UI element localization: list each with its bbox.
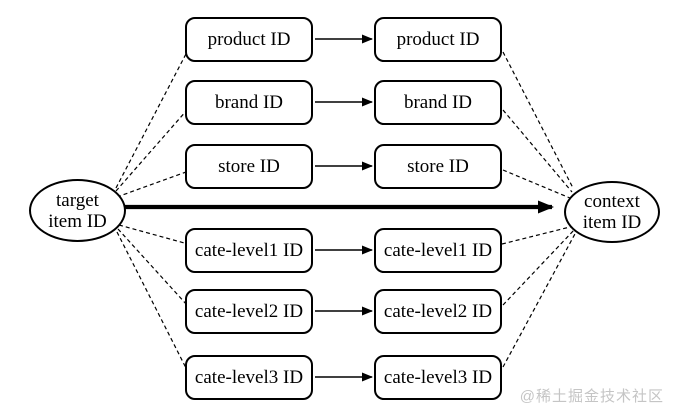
- feature-box-left-store: store ID: [185, 144, 313, 189]
- target-item-label-line2: item ID: [48, 210, 107, 232]
- feature-box-left-cate3: cate-level3 ID: [185, 355, 313, 400]
- dashed-link-brand-context: [502, 109, 573, 193]
- dashed-link-target-product: [115, 51, 188, 189]
- dashed-link-cate3-context: [502, 231, 577, 368]
- feature-box-right-store: store ID: [374, 144, 502, 189]
- dashed-link-target-cate2: [117, 228, 188, 306]
- feature-box-left-cate1: cate-level1 ID: [185, 228, 313, 273]
- watermark: @稀土掘金技术社区: [519, 388, 664, 405]
- mapping-arrows: [315, 34, 373, 382]
- feature-box-right-cate1: cate-level1 ID: [374, 228, 502, 273]
- dashed-link-store-context: [502, 169, 571, 199]
- feature-box-right-cate2: cate-level2 ID: [374, 289, 502, 334]
- dashed-link-cate1-context: [501, 225, 575, 245]
- feature-box-right-brand: brand ID: [374, 80, 502, 125]
- feature-box-left-cate2: cate-level2 ID: [185, 289, 313, 334]
- feature-box-right-cate3: cate-level3 ID: [374, 355, 502, 400]
- target-item-node: target item ID: [29, 179, 126, 242]
- context-item-label-line1: context: [584, 191, 640, 212]
- feature-box-right-product: product ID: [374, 17, 502, 62]
- dashed-link-cate2-context: [502, 228, 576, 306]
- dashed-link-target-cate1: [118, 224, 189, 245]
- target-item-label-line1: target: [56, 189, 99, 211]
- context-item-label-line2: item ID: [582, 212, 642, 233]
- dashed-link-target-store: [116, 171, 187, 198]
- feature-box-left-product: product ID: [185, 17, 313, 62]
- dashed-links-context: [501, 51, 577, 368]
- dashed-link-target-brand: [115, 109, 188, 192]
- feature-box-left-brand: brand ID: [185, 80, 313, 125]
- context-item-node: context item ID: [564, 181, 660, 243]
- dashed-link-target-cate3: [116, 231, 187, 369]
- dashed-link-product-context: [502, 51, 574, 189]
- dashed-links-target: [115, 51, 189, 369]
